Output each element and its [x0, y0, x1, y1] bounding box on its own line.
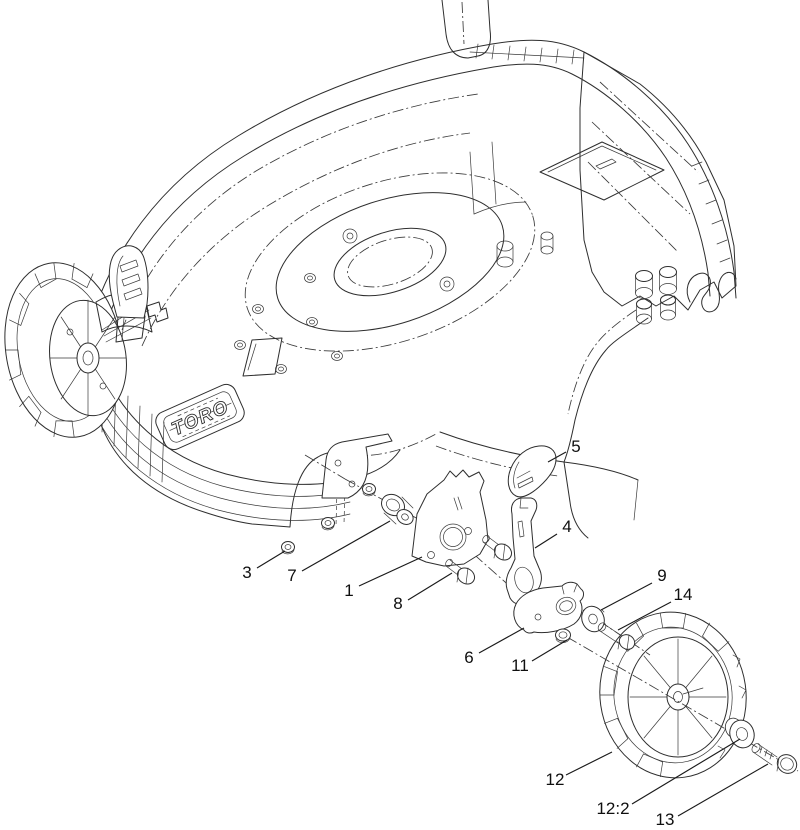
- callout-leader-4: [534, 533, 558, 549]
- part-bushing-7: [381, 493, 414, 525]
- part-shield-5: [507, 445, 557, 498]
- callout-label-11: 11: [511, 656, 529, 675]
- callout-leader-5: [547, 451, 567, 463]
- deck-bolt-heads: [234, 273, 343, 374]
- part-bolt-8b: [482, 534, 513, 561]
- callout-leader-12:2: [631, 738, 741, 805]
- callout-label-12:2: 12:2: [596, 799, 629, 818]
- part-bolt-13: [751, 743, 798, 774]
- callout-leader-1: [358, 556, 423, 587]
- badge-text: TORO: [169, 396, 233, 440]
- callout-label-3: 3: [242, 563, 251, 582]
- callout-label-7: 7: [287, 566, 296, 585]
- part-bolt-14: [597, 622, 636, 651]
- callout-leader-13: [677, 763, 769, 817]
- left-tire-tread: [5, 262, 94, 438]
- part-bushing-12-2: [724, 717, 755, 749]
- height-adjust-lever: [95, 245, 169, 343]
- callout-leader-3: [256, 550, 286, 569]
- part-bolt-8a: [445, 558, 476, 585]
- callout-leader-6: [478, 627, 525, 654]
- callout-label-5: 5: [571, 437, 580, 456]
- callout-leader-7: [301, 520, 391, 572]
- callout-label-6: 6: [464, 648, 473, 667]
- callout-label-12: 12: [546, 770, 565, 789]
- rear-spacer-cylinders: [635, 266, 677, 325]
- callout-label-1: 1: [344, 581, 353, 600]
- mower-deck: [85, 0, 737, 539]
- callout-label-8: 8: [393, 594, 402, 613]
- callout-leader-9: [600, 582, 653, 611]
- callout-leader-11: [531, 639, 568, 662]
- part-bracket-plate-1: [411, 469, 489, 567]
- part-cam-plate-6: [513, 581, 584, 634]
- callout-leader-12: [565, 751, 613, 776]
- callout-label-4: 4: [562, 517, 571, 536]
- callout-leader-14: [617, 601, 672, 631]
- callout-layer: 3 7 1 8 5 4 6 11 9 14 12 12:2 13: [242, 437, 769, 829]
- toro-badge: TORO: [155, 383, 245, 451]
- callout-label-13: 13: [656, 810, 675, 829]
- part-nut-3: [281, 483, 376, 555]
- callout-label-14: 14: [674, 585, 693, 604]
- cable-guide-bracket: [686, 271, 737, 313]
- part-wheel-12: [599, 611, 747, 779]
- deck-mount-bracket: [321, 433, 393, 499]
- callout-label-9: 9: [657, 566, 666, 585]
- callout-leader-8: [407, 572, 453, 601]
- part-locknut-11: [555, 628, 571, 643]
